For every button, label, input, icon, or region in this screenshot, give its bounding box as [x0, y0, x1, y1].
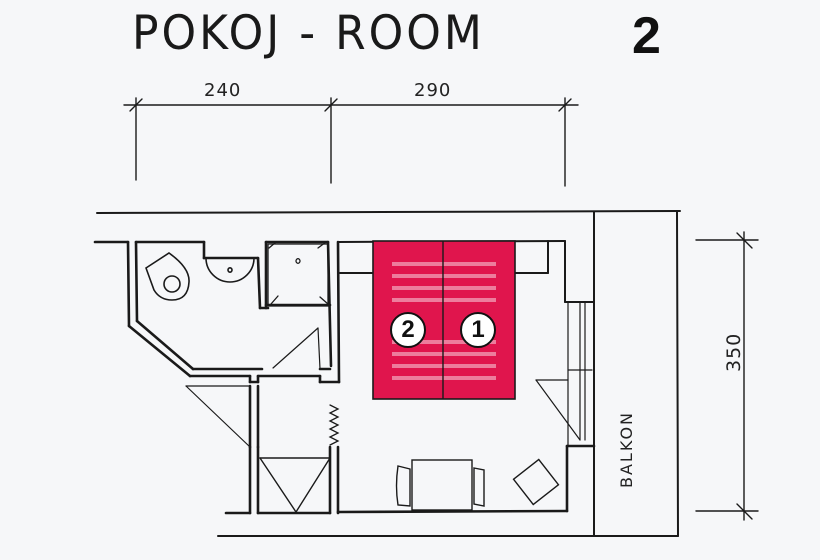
corridor-line [96, 210, 681, 214]
page-title: POKOJ - ROOM [132, 5, 485, 62]
balcony-door [535, 301, 593, 447]
dimension-label-350: 350 [723, 332, 745, 372]
sink-icon [205, 257, 255, 283]
dimension-label-290: 290 [414, 80, 452, 101]
shower-icon [267, 241, 329, 307]
bathroom-walls [93, 240, 341, 384]
hall-walls [224, 384, 596, 515]
entry-door [185, 385, 251, 448]
toilet-icon [145, 252, 190, 301]
balcony-outline [217, 211, 679, 537]
dimension-label-240: 240 [204, 80, 242, 101]
balcony-label: BALKON [617, 410, 636, 488]
room-number: 2 [632, 7, 661, 65]
right-dimension-line [695, 231, 759, 521]
armchair [512, 458, 560, 506]
top-dimension-line [123, 97, 579, 187]
radiator-icon [328, 404, 340, 446]
bed-badge-1: 1 [460, 312, 496, 348]
bathroom-door [272, 327, 321, 370]
table [395, 459, 485, 511]
bed-badge-2: 2 [390, 312, 426, 348]
wardrobe [259, 457, 331, 513]
